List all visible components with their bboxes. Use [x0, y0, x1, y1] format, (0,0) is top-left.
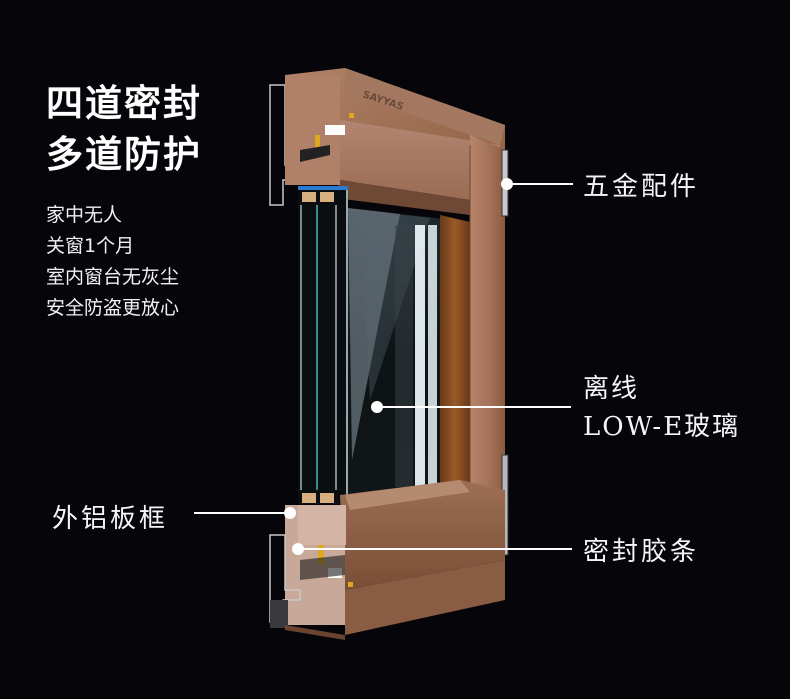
body-copy: 家中无人 关窗1个月 室内窗台无灰尘 安全防盗更放心 [46, 200, 179, 324]
hardware-leader-line [507, 183, 573, 185]
hardware-label: 五金配件 [583, 172, 700, 202]
headline: 四道密封 多道防护 [46, 78, 202, 180]
glass-label: 离线 LOW-E玻璃 [583, 370, 740, 446]
bottom-sash [340, 480, 505, 590]
body-line: 关窗1个月 [46, 235, 135, 257]
glass-unit-edge [298, 186, 348, 504]
right-stile [470, 135, 505, 560]
body-line: 家中无人 [46, 204, 123, 226]
outer-frame-leader-line [194, 512, 290, 514]
glass-leader-line [377, 406, 571, 408]
headline-line-1: 四道密封 [46, 81, 202, 125]
seal-leader-line [298, 548, 572, 550]
seal-label: 密封胶条 [583, 537, 700, 567]
outer-frame-label: 外铝板框 [52, 504, 169, 534]
body-line: 室内窗台无灰尘 [46, 266, 180, 288]
glass-label-line-2: LOW-E玻璃 [583, 412, 741, 442]
glass-label-line-1: 离线 [583, 374, 640, 404]
outer-frame-callout-dot [284, 507, 296, 519]
headline-line-2: 多道防护 [46, 132, 202, 176]
body-line: 安全防盗更放心 [46, 297, 180, 319]
